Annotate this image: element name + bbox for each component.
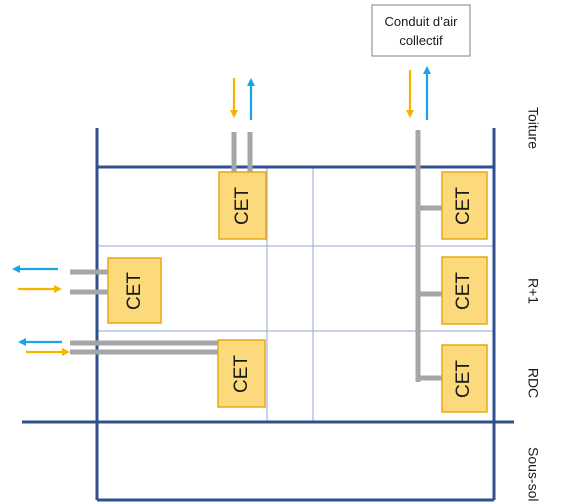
- level-label-basement: Sous-sol: [525, 447, 541, 501]
- unit-box: [441, 171, 488, 240]
- label-line-1: Conduit d’air: [385, 14, 459, 29]
- unit-label: CET: [231, 355, 252, 393]
- air-flow-arrows: [12, 66, 431, 356]
- unit-label: CET: [453, 360, 474, 398]
- ducts: [70, 130, 442, 382]
- label-box: [371, 4, 471, 57]
- unit-label: CET: [453, 187, 474, 225]
- building-structure: [22, 128, 514, 502]
- unit-roof-level: CET: [218, 171, 267, 240]
- unit-box: [218, 171, 267, 240]
- unit-label: CET: [124, 272, 145, 310]
- level-label-roof: Toiture: [525, 107, 541, 149]
- level-label-upper: R+1: [525, 278, 541, 304]
- unit-label: CET: [232, 187, 253, 225]
- unit-r1-wall: CET: [107, 257, 162, 324]
- unit-rdc-wall: CET: [217, 339, 266, 408]
- unit-box: [441, 344, 488, 413]
- unit-collective-mid: CET: [441, 256, 488, 325]
- level-label-ground: RDC: [525, 368, 541, 398]
- unit-box: [107, 257, 162, 324]
- unit-box: [217, 339, 266, 408]
- unit-collective-low: CET: [441, 344, 488, 413]
- unit-collective-top: CET: [441, 171, 488, 240]
- unit-box: [441, 256, 488, 325]
- collective-duct-label: Conduit d’air collectif: [371, 4, 471, 57]
- unit-label: CET: [453, 272, 474, 310]
- label-line-2: collectif: [399, 33, 443, 48]
- floor-grid: [97, 167, 494, 422]
